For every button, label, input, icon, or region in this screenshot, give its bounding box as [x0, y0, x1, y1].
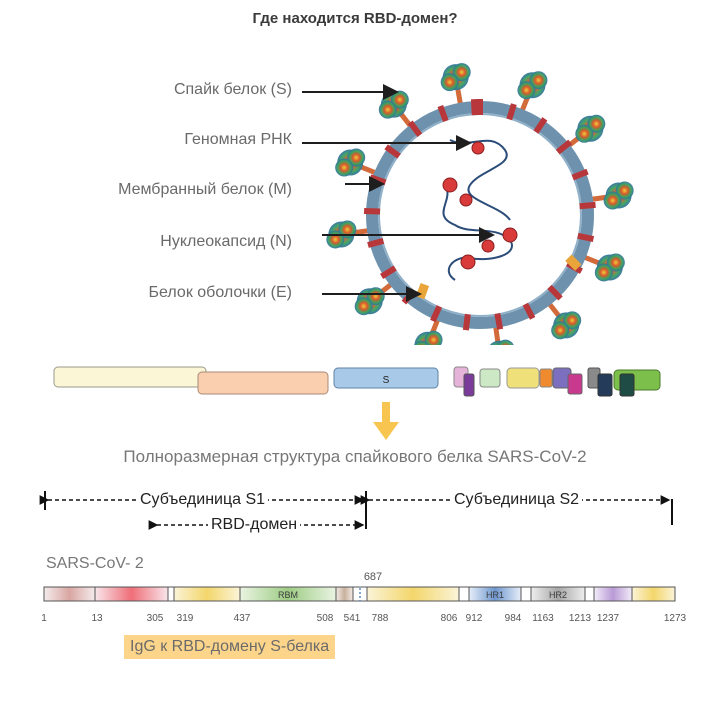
spike-protein [335, 148, 381, 177]
membrane-protein [577, 232, 595, 243]
membrane-protein [407, 120, 423, 137]
spike-protein [440, 63, 471, 110]
spike-protein [586, 181, 634, 210]
residue-position-788: 788 [372, 613, 389, 624]
variant-label: SARS-CoV- 2 [46, 555, 144, 572]
nucleocapsid-proteins [442, 141, 518, 270]
membrane-protein [363, 207, 381, 215]
membrane-protein [533, 117, 548, 134]
residue-position-1: 1 [41, 613, 47, 624]
subunit-s2-label: Субъединица S2 [451, 491, 583, 509]
page-title: Где находится RBD-домен? [252, 10, 458, 27]
residue-position-984: 984 [505, 613, 522, 624]
spike-protein [517, 71, 548, 116]
residue-position-305: 305 [147, 613, 164, 624]
spike-protein [354, 279, 397, 316]
label-membrane-protein: Мембранный белок (M) [118, 181, 292, 198]
membrane-protein [547, 284, 563, 301]
residue-position-13: 13 [91, 613, 103, 624]
spike-protein [579, 253, 625, 282]
membrane-protein [477, 99, 483, 115]
cleavage-site-label: 687 [364, 571, 382, 583]
spike-protein [413, 314, 443, 345]
residue-position-912: 912 [466, 613, 483, 624]
label-envelope-protein: Белок оболочки (E) [148, 284, 292, 301]
membrane-protein [380, 265, 397, 280]
diagram-caption: Полноразмерная структура спайкового белк… [123, 447, 587, 466]
subunit-s1-label: Субъединица S1 [137, 491, 269, 509]
membrane-protein [430, 305, 443, 323]
residue-position-806: 806 [441, 613, 458, 624]
membrane-protein [367, 237, 385, 248]
subunit-brackets [39, 491, 673, 530]
genome-bar: S [53, 366, 661, 397]
membrane-protein [462, 313, 471, 331]
genomic-rna-strands [442, 139, 513, 281]
residue-position-1213: 1213 [569, 613, 592, 624]
spike-proteins [326, 63, 634, 345]
spike-protein [563, 114, 606, 151]
rbd-domain-label: RBD-домен [208, 516, 301, 534]
orf1b-segment [197, 371, 329, 395]
residue-position-508: 508 [317, 613, 334, 624]
residue-position-437: 437 [234, 613, 251, 624]
residue-position-1273: 1273 [664, 613, 687, 624]
membrane-protein [384, 144, 401, 159]
residue-position-541: 541 [344, 613, 361, 624]
s-segment-label: S [383, 375, 390, 386]
membrane-protein [470, 99, 478, 116]
membrane-proteins [363, 99, 596, 331]
residue-position-319: 319 [177, 613, 194, 624]
domain-hr1-label: HR1 [486, 590, 504, 600]
membrane-protein [522, 302, 536, 320]
membrane-protein [506, 103, 517, 121]
down-arrow-icon [373, 402, 399, 440]
membrane-protein [571, 168, 589, 181]
residue-position-1237: 1237 [597, 613, 620, 624]
residue-position-1163: 1163 [532, 613, 554, 624]
membrane-protein [555, 139, 573, 155]
orf1a-segment [53, 366, 207, 388]
s-gene-segment [333, 367, 439, 389]
virion-illustration [302, 63, 634, 345]
label-genomic-rna: Геномная РНК [184, 131, 292, 148]
domain-rbm-label: RBM [278, 590, 298, 600]
label-nucleocapsid: Нуклеокапсид (N) [160, 233, 292, 250]
membrane-protein [494, 312, 504, 330]
spike-domain-map: 687 RBM HR1 HR2 1 13 305 319 437 508 541 788 806… [41, 571, 686, 624]
membrane-protein [437, 104, 449, 123]
label-spike-protein: Спайк белок (S) [173, 81, 292, 98]
igg-highlight-label: IgG к RBD-домену S-белка [124, 635, 336, 659]
spike-protein [544, 298, 582, 340]
pointer-arrows [302, 84, 495, 302]
membrane-protein [579, 201, 596, 210]
domain-hr2-label: HR2 [549, 590, 567, 600]
residue-position-labels: 1 13 305 319 437 508 541 788 806 912 984 1163 1213 12… [41, 613, 686, 624]
